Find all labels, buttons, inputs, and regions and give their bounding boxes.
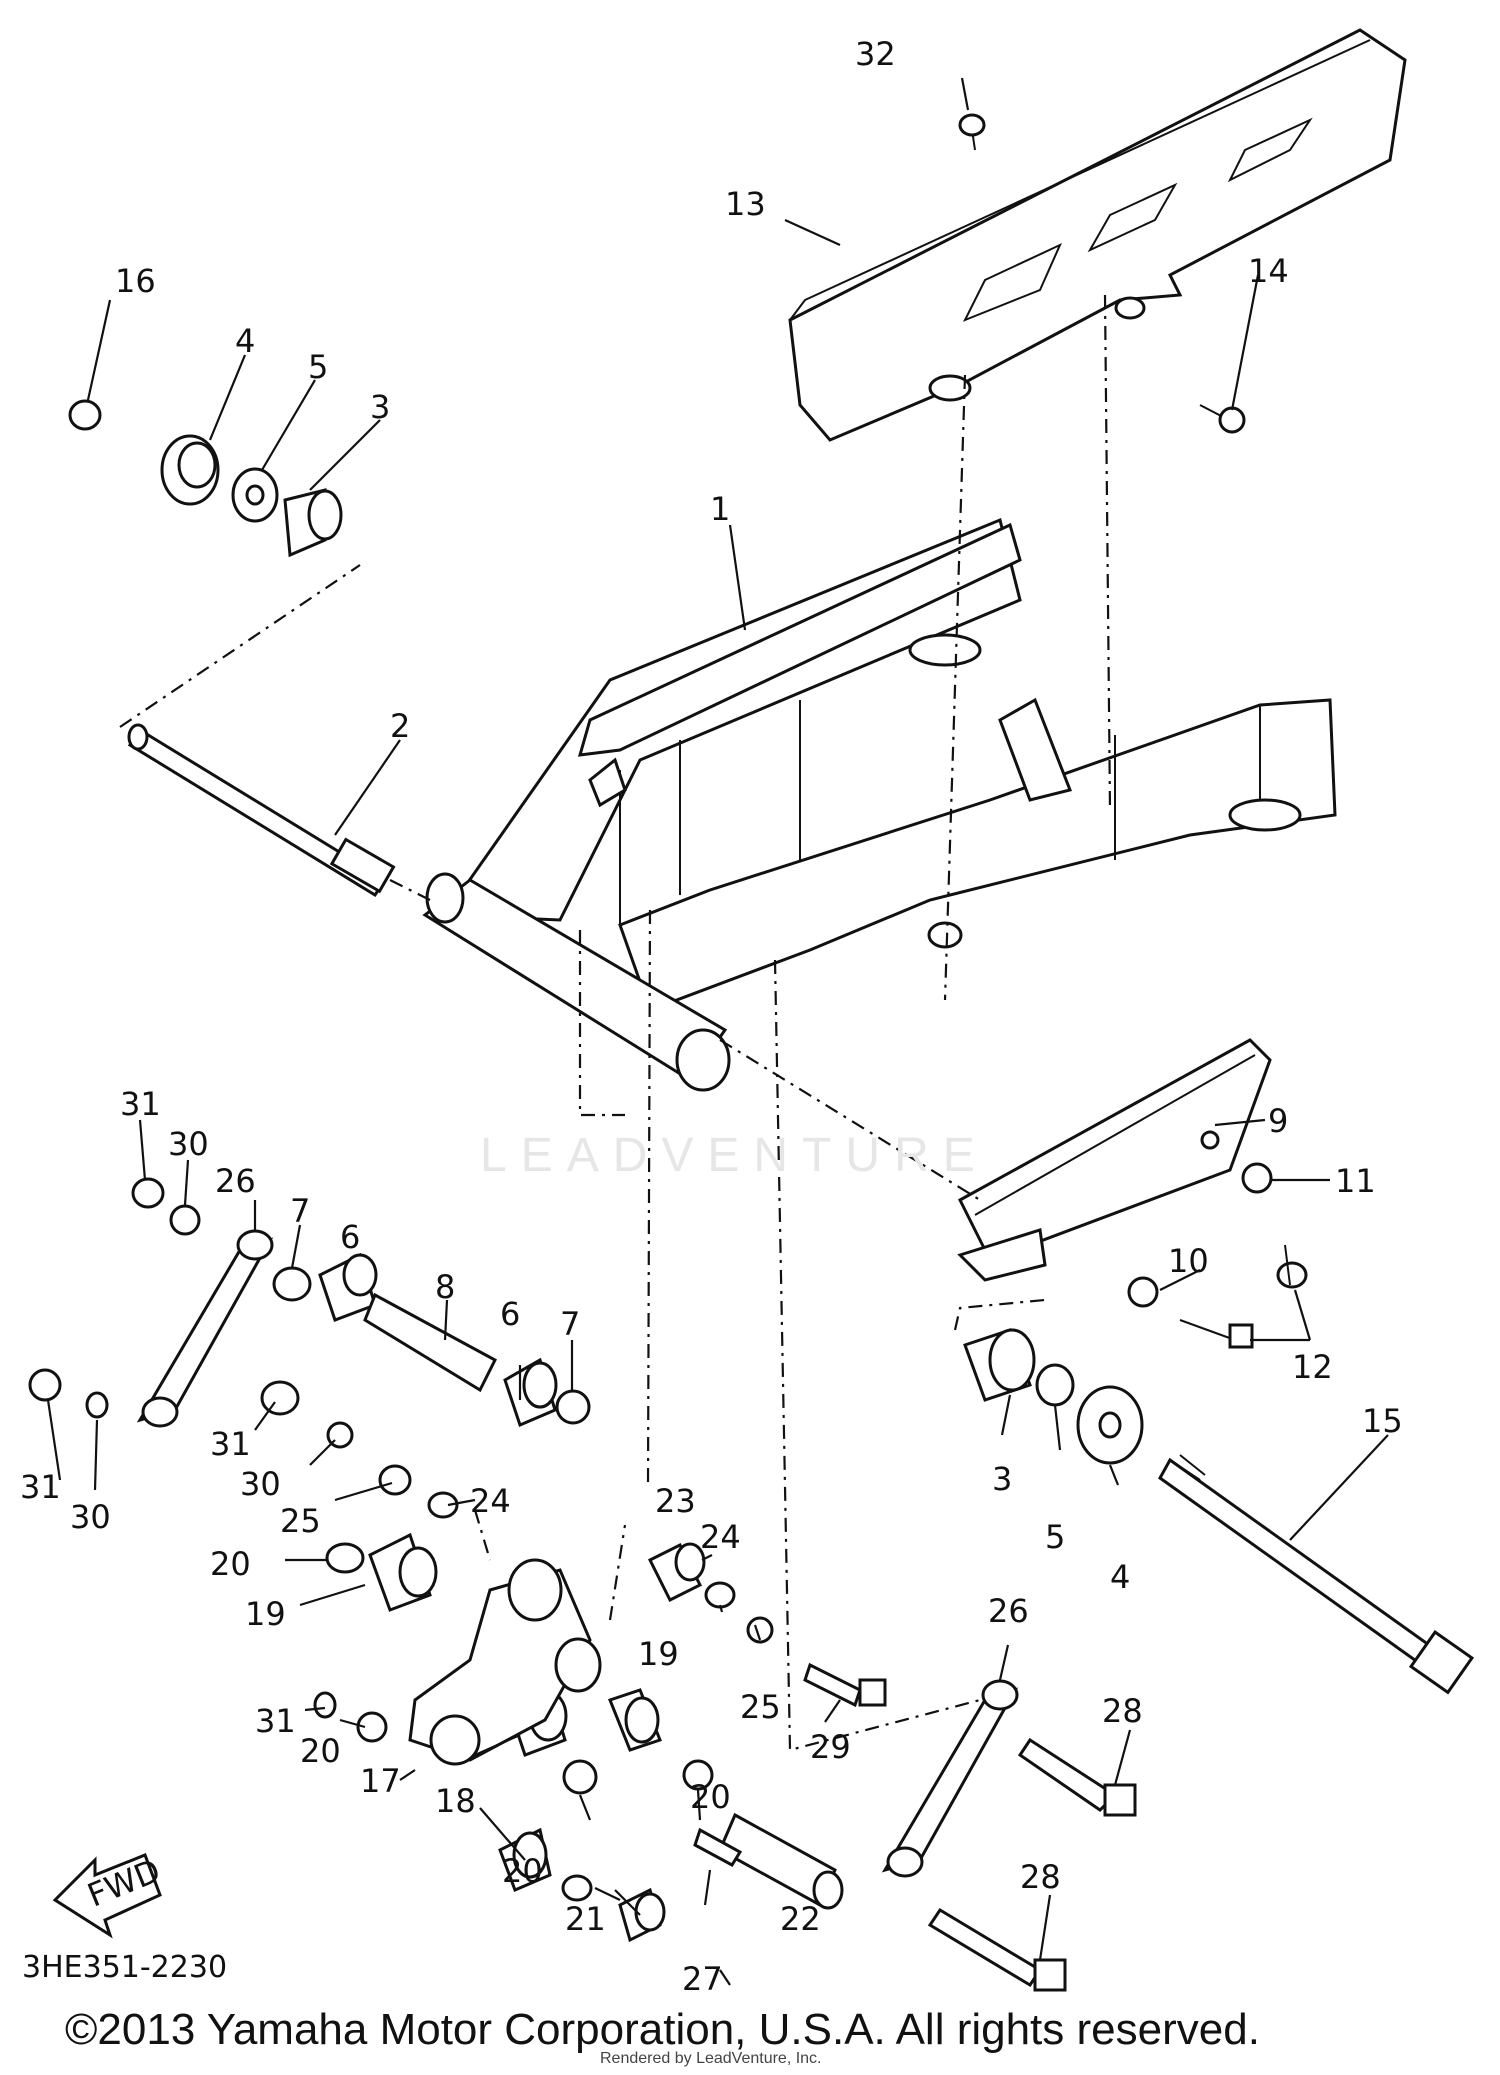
callout-label: 28 [1102,1692,1143,1730]
watermark-text: LEADVENTURE [480,1129,989,1182]
callout-label: 3 [992,1460,1012,1498]
callout-label: 31 [20,1468,61,1506]
callout-label: 10 [1168,1242,1209,1280]
assembly-lines [119,294,1112,1752]
callout-label: 20 [502,1852,543,1890]
callout-label: 16 [115,262,156,300]
callout-label: 25 [740,1688,781,1726]
callout-label: 31 [255,1702,296,1740]
callout-label: 3 [370,388,390,426]
chain-case [788,28,1407,442]
copyright-notice: ©2013 Yamaha Motor Corporation, U.S.A. A… [65,2005,1260,2054]
callout-label: 7 [560,1305,580,1343]
callout-label: 13 [725,185,766,223]
callout-label: 31 [120,1085,161,1123]
callout-label: 17 [360,1762,401,1800]
callout-label: 18 [435,1782,476,1820]
diagram-code: 3HE351-2230 [22,1950,228,1985]
callout-label: 4 [1110,1558,1130,1596]
callout-label: 20 [210,1545,251,1583]
callout-label: 29 [810,1728,851,1766]
callout-label: 11 [1335,1162,1376,1200]
callout-label: 7 [290,1192,310,1230]
callout-label: 30 [168,1125,209,1163]
pivot-shaft [127,723,396,898]
callout-label: 6 [500,1295,520,1333]
leader-lines [46,77,1389,1986]
callout-label: 12 [1292,1348,1333,1386]
forward-arrow: FWD [52,1851,166,1939]
callout-label: 21 [565,1900,606,1938]
callout-label: 22 [780,1900,821,1938]
callout-label: 2 [390,707,410,745]
callout-label: 23 [655,1482,696,1520]
callout-label: 15 [1362,1402,1403,1440]
bolts [693,1662,1137,1992]
callout-label: 27 [682,1960,723,1998]
callout-label: 32 [855,35,896,73]
bearings-and-collars [28,113,1308,1943]
callout-label: 20 [300,1732,341,1770]
callout-label: 5 [1045,1518,1065,1556]
callout-label: 30 [240,1465,281,1503]
callout-label: 26 [988,1592,1029,1630]
callout-label: 31 [210,1425,251,1463]
callout-label: 9 [1268,1102,1288,1140]
chain-guide [957,1038,1272,1282]
callout-label: 24 [700,1518,741,1556]
callout-labels: 32 13 14 16 4 5 3 1 2 31 30 26 7 6 8 6 7… [20,35,1403,1998]
callout-label: 28 [1020,1858,1061,1896]
swingarm [422,517,1337,1092]
relay-arm [408,1558,602,1766]
callout-label: 30 [70,1498,111,1536]
rendered-by-credit: Rendered by LeadVenture, Inc. [600,2050,822,2067]
callout-label: 26 [215,1162,256,1200]
callout-label: 5 [308,348,328,386]
callout-label: 6 [340,1218,360,1256]
callout-label: 24 [470,1482,511,1520]
callout-label: 19 [245,1595,286,1633]
callout-label: 20 [690,1778,731,1816]
callout-label: 8 [435,1268,455,1306]
callout-label: 19 [638,1635,679,1673]
callout-label: 14 [1248,252,1289,290]
callout-label: 25 [280,1502,321,1540]
pivot-bolt [1158,1454,1475,1695]
connecting-rods [136,1229,1019,1878]
callout-label: 4 [235,322,255,360]
callout-label: 1 [710,490,730,528]
